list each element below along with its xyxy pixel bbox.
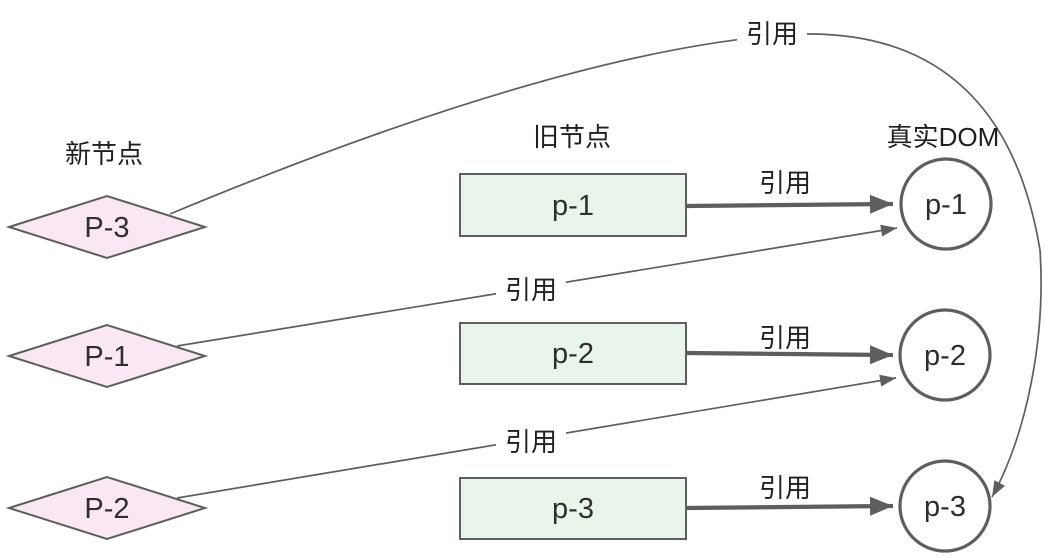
reference-label: 引用 (505, 275, 557, 305)
old-nodes-column-label: 旧节点 (533, 122, 611, 152)
dom-node-label: p-1 (925, 189, 967, 221)
new-to-dom-edges (169, 33, 1042, 499)
old-node-box (459, 322, 687, 385)
reference-label-old-p1: 引用 (759, 168, 811, 198)
dom-node-label: p-3 (924, 491, 966, 523)
edge-label-new-p1: 引用 (496, 275, 566, 307)
new-node-label: P-3 (84, 212, 129, 244)
edge-old-p2-to-dom-p2 (684, 345, 894, 365)
dom-node-circle (898, 308, 992, 402)
edge-label-new-p3: 引用 (737, 16, 807, 50)
new-node-P-3: P-3 (5, 194, 209, 260)
old-node-p-2: p-2 (459, 322, 687, 385)
old-to-dom-edges (684, 194, 894, 516)
old-node-p-1: p-1 (459, 173, 687, 237)
real-dom-column-label: 真实DOM (887, 122, 1000, 152)
edge-new-p3-to-dom-p3 (169, 33, 1042, 498)
new-node-label: P-1 (84, 341, 129, 373)
edge-old-p3-to-dom-p3 (684, 496, 894, 516)
edge-old-p1-to-dom-p1 (686, 194, 894, 214)
dom-node-circle (898, 459, 992, 553)
diamond-shape (5, 475, 209, 541)
new-node-P-2: P-2 (5, 475, 209, 541)
dom-node-p-3: p-3 (898, 459, 992, 553)
reference-label-old-p3: 引用 (759, 473, 811, 503)
reference-label-old-p2: 引用 (759, 323, 811, 353)
new-node-P-1: P-1 (5, 323, 209, 389)
label-background (496, 275, 566, 307)
old-node-label: p-2 (552, 338, 594, 370)
old-node-p-3: p-3 (459, 477, 687, 540)
old-node-box (459, 173, 687, 237)
label-background (496, 427, 566, 459)
reference-label: 引用 (505, 427, 557, 457)
old-node-label: p-3 (552, 493, 594, 525)
new-nodes-column-label: 新节点 (65, 139, 143, 169)
label-background (737, 16, 807, 50)
dom-node-p-1: p-1 (899, 157, 993, 251)
dom-node-circle (899, 157, 993, 251)
dom-node-p-2: p-2 (898, 308, 992, 402)
reference-label: 引用 (746, 19, 798, 49)
diamond-shape (5, 194, 209, 260)
edge-label-new-p2: 引用 (496, 427, 566, 459)
old-node-box (459, 477, 687, 540)
diamond-shape (5, 323, 209, 389)
new-node-label: P-2 (84, 493, 129, 525)
dom-node-label: p-2 (924, 340, 966, 372)
old-node-label: p-1 (552, 190, 594, 222)
